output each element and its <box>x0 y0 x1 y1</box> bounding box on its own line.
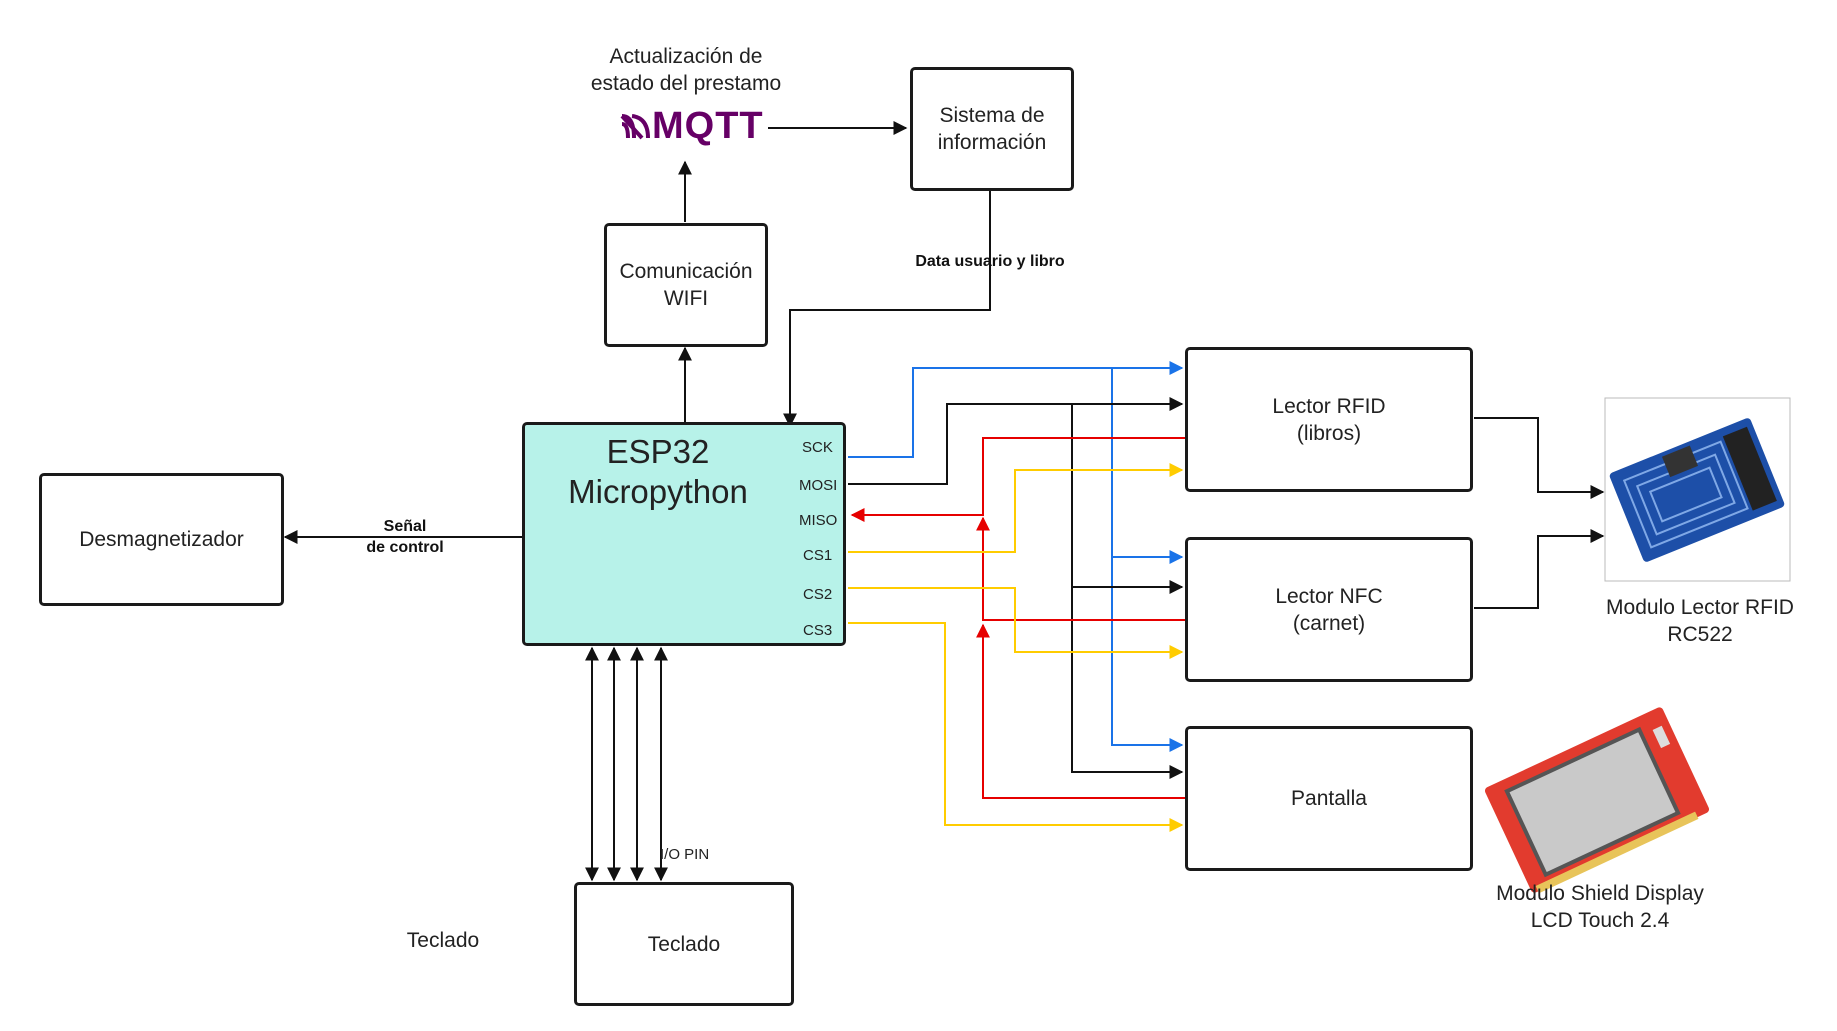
sck-wire-nfc <box>1111 368 1184 564</box>
desmagnetizador-box: Desmagnetizador <box>39 473 284 606</box>
esp32-block: ESP32 Micropython SCK MOSI MISO CS1 CS2 … <box>522 422 846 646</box>
lector-rfid-box: Lector RFID (libros) <box>1185 347 1473 492</box>
pin-cs1: CS1 <box>803 547 833 564</box>
nfc-to-module-arrow <box>1474 529 1605 609</box>
pin-sck: SCK <box>802 439 833 456</box>
mosi-wire-nfc <box>1071 404 1184 594</box>
senal-control-label: Señal de control <box>366 518 444 556</box>
cs1-wire <box>848 463 1184 553</box>
desmagnetizador-label: Desmagnetizador <box>79 528 244 551</box>
wifi-box: Comunicación WIFI <box>604 223 768 347</box>
lcd-module-caption: Modulo Shield Display LCD Touch 2.4 <box>1496 882 1704 932</box>
mosi-wire-pantalla <box>1071 587 1184 779</box>
mqtt-logo: MQTT <box>614 104 763 148</box>
pantalla-box: Pantalla <box>1185 726 1473 871</box>
mqtt-signal-icon <box>620 114 650 140</box>
teclado-box: Teclado <box>574 882 794 1006</box>
miso-wire-rfid <box>850 437 1185 522</box>
wifi-label: Comunicación WIFI <box>619 260 753 310</box>
cs3-wire <box>848 622 1184 832</box>
cs2-wire <box>848 587 1184 659</box>
lector-rfid-label: Lector RFID (libros) <box>1272 394 1386 445</box>
miso-wire-nfc <box>976 516 1185 621</box>
pin-cs3: CS3 <box>803 622 833 639</box>
sistema-informacion-box: Sistema de información <box>910 67 1074 191</box>
io-pin-label: I/O PIN <box>660 846 710 863</box>
teclado-side-label: Teclado <box>406 929 480 952</box>
lector-nfc-label: Lector NFC (carnet) <box>1275 584 1383 635</box>
sistema-to-esp-arrow <box>783 190 991 428</box>
mosi-wire-rfid <box>848 397 1184 485</box>
mqtt-caption: Actualización de estado del prestamo <box>590 45 782 95</box>
data-usuario-label: Data usuario y libro <box>915 253 1065 270</box>
teclado-label: Teclado <box>647 932 721 956</box>
lcd-shield-image <box>1484 707 1710 894</box>
esp32-title: ESP32 Micropython <box>568 433 748 510</box>
miso-wire-pantalla <box>976 623 1185 799</box>
sck-wire-rfid <box>848 361 1184 458</box>
pin-miso: MISO <box>799 512 838 529</box>
rfid-module-caption: Modulo Lector RFID RC522 <box>1606 596 1794 646</box>
mqtt-logo-text: MQTT <box>652 105 764 147</box>
rc522-module-image <box>1604 397 1791 582</box>
pin-mosi: MOSI <box>799 477 838 494</box>
rfid-to-module-arrow <box>1474 417 1605 499</box>
pantalla-label: Pantalla <box>1291 787 1367 810</box>
pin-cs2: CS2 <box>803 586 833 603</box>
sistema-informacion-label: Sistema de información <box>937 104 1047 154</box>
lector-nfc-box: Lector NFC (carnet) <box>1185 537 1473 682</box>
